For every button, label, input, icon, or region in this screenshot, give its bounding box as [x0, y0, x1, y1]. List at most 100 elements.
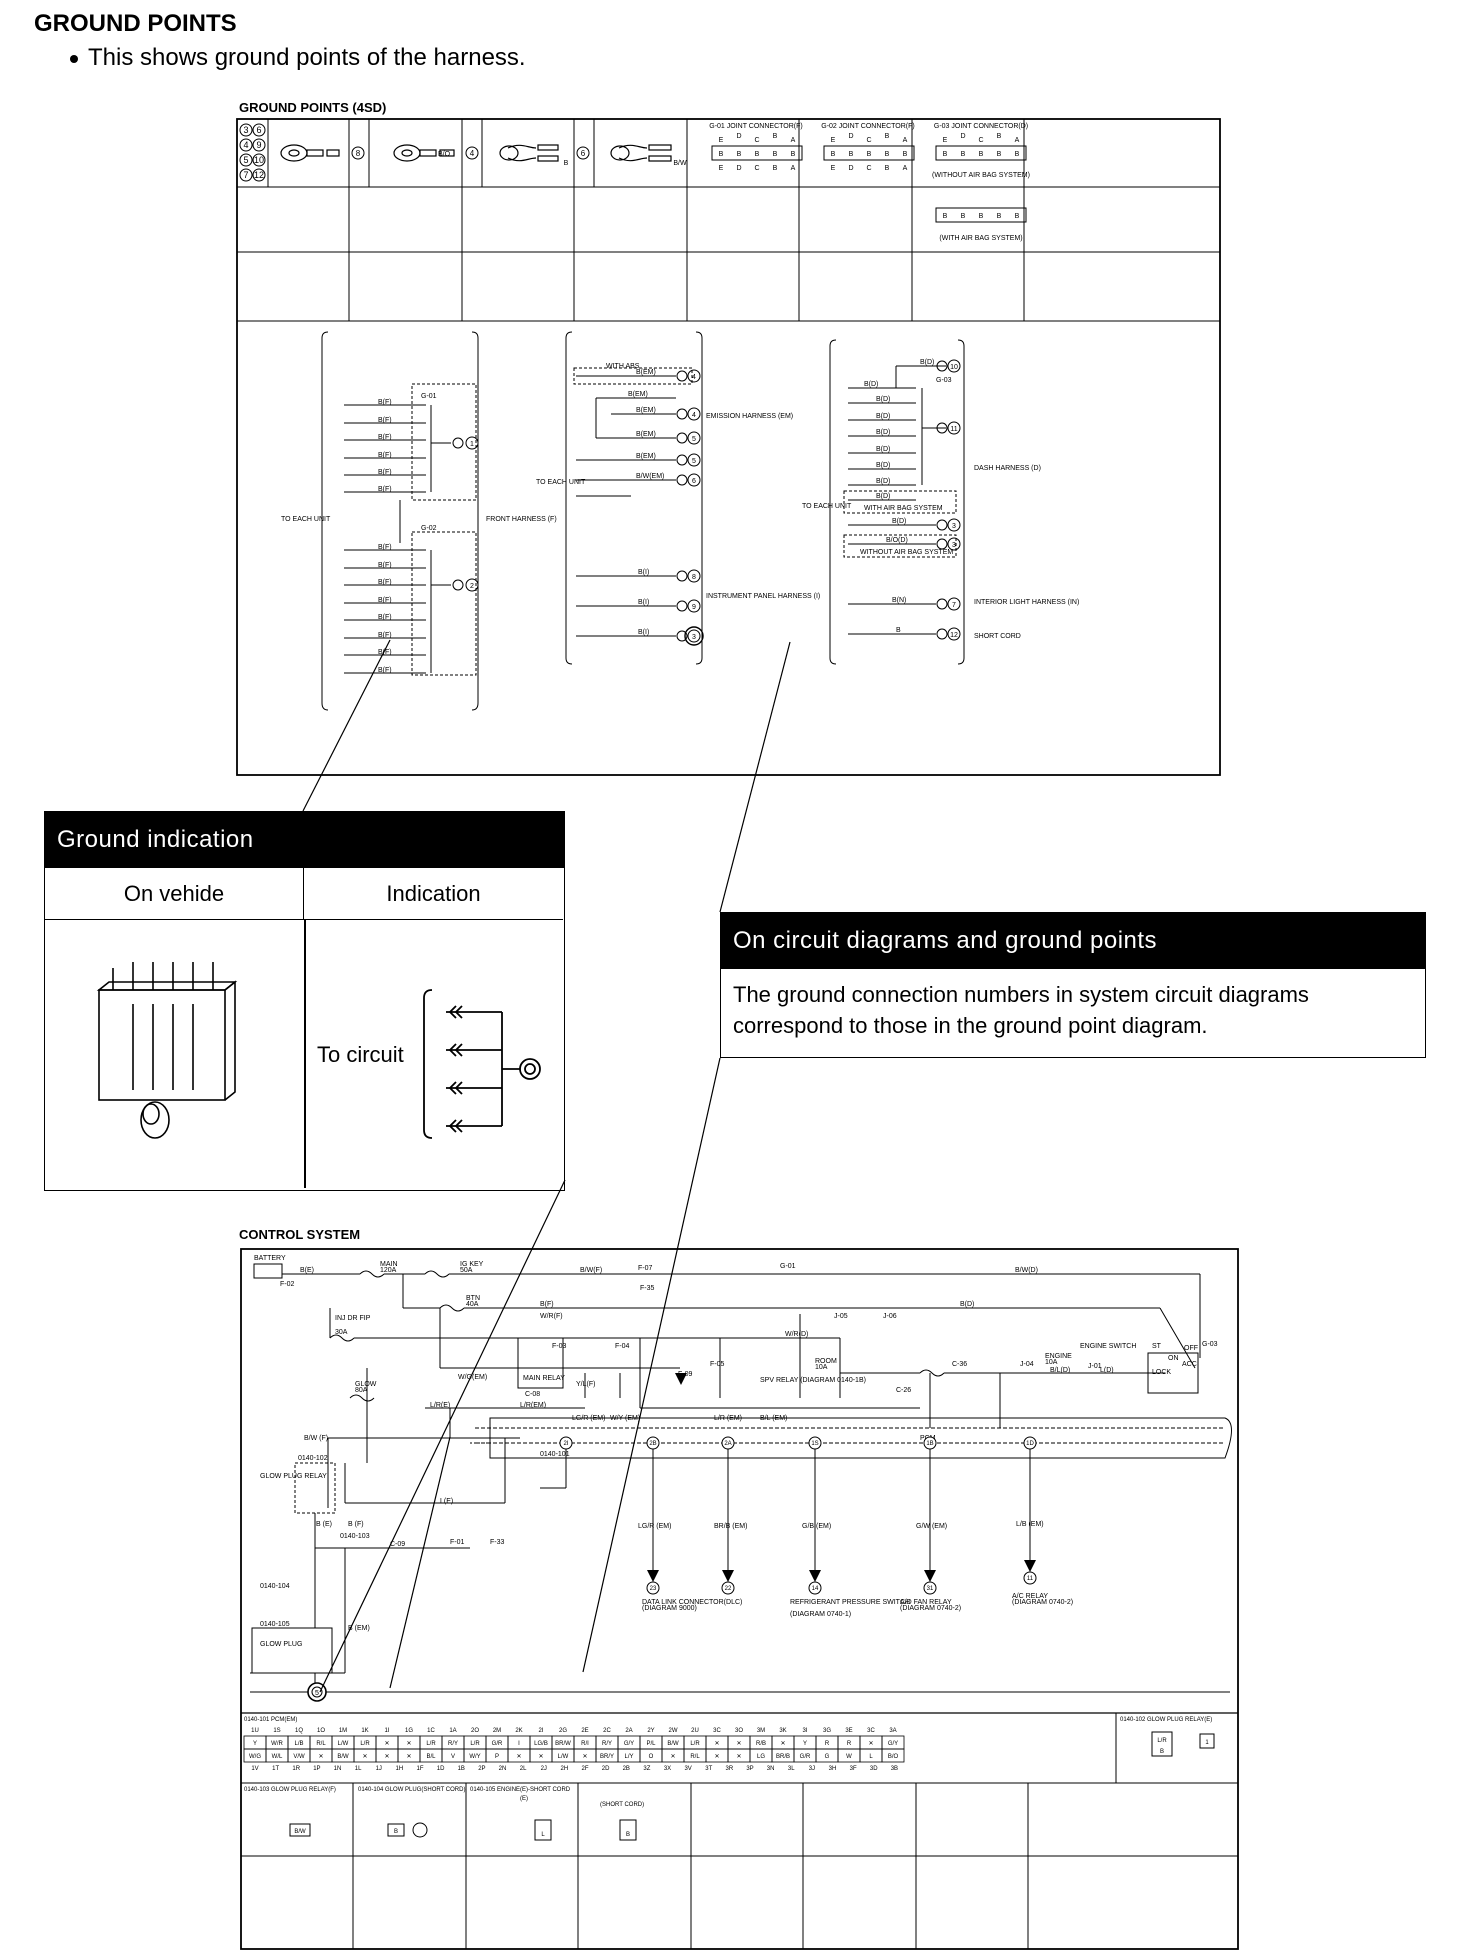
svg-text:B(F): B(F)	[378, 597, 392, 604]
pcm-cell-value: ✕	[384, 1741, 389, 1747]
pcm-cell-value: ✕	[714, 1754, 719, 1760]
svg-text:0140-101 PCM(EM): 0140-101 PCM(EM)	[244, 1717, 297, 1723]
pcm-bottom-pin: 2F	[581, 1766, 588, 1772]
svg-text:B: B	[943, 151, 948, 158]
pcm-top-pin: 2M	[493, 1728, 501, 1734]
svg-text:INTERIOR LIGHT HARNESS (IN): INTERIOR LIGHT HARNESS (IN)	[974, 599, 1079, 606]
svg-text:B(F): B(F)	[378, 562, 392, 569]
svg-text:F-35: F-35	[640, 1285, 655, 1292]
pcm-cell-value: B/L	[426, 1754, 436, 1760]
circuit-note-body: The ground connection numbers in system …	[733, 982, 1309, 1038]
svg-text:C-26: C-26	[896, 1387, 911, 1394]
pcm-top-pin: 2I	[538, 1728, 543, 1734]
svg-text:1: 1	[1205, 1740, 1209, 1746]
svg-text:DASH HARNESS (D): DASH HARNESS (D)	[974, 465, 1041, 472]
pcm-top-pin: 2G	[559, 1728, 567, 1734]
svg-text:9: 9	[692, 604, 696, 611]
pcm-cell-value: W/L	[272, 1754, 283, 1760]
svg-text:F-02: F-02	[280, 1281, 295, 1288]
pcm-cell	[881, 1748, 905, 1763]
svg-text:4: 4	[243, 140, 248, 150]
pcm-bottom-pin: 3X	[664, 1766, 671, 1772]
pcm-top-pin: 1O	[317, 1728, 325, 1734]
svg-text:B: B	[1015, 151, 1020, 158]
svg-text:1D: 1D	[1026, 1441, 1034, 1447]
pcm-top-pin: 1G	[405, 1728, 413, 1734]
pcm-bottom-pin: 1H	[396, 1766, 404, 1772]
svg-text:D: D	[960, 133, 965, 140]
svg-text:A/C RELAY: A/C RELAY	[1012, 1593, 1048, 1600]
ground-indication-panel: Ground indication On vehide Indication T…	[44, 811, 565, 1191]
pcm-cell-value: BR/B	[776, 1754, 790, 1760]
pcm-cell-value: G	[825, 1754, 830, 1760]
pcm-top-pin: 1K	[361, 1728, 368, 1734]
svg-text:0140-102: 0140-102	[298, 1455, 328, 1462]
ground-indication-header: Ground indication	[45, 812, 564, 868]
svg-text:B(F): B(F)	[378, 614, 392, 621]
pcm-cell-value: L	[869, 1754, 873, 1760]
svg-text:120A: 120A	[380, 1267, 397, 1274]
svg-text:3: 3	[952, 542, 956, 549]
svg-text:B(D): B(D)	[876, 429, 890, 436]
svg-text:6: 6	[256, 125, 261, 135]
svg-text:MAIN RELAY: MAIN RELAY	[523, 1375, 565, 1382]
svg-text:REFRIGERANT PRESSURE SWITCH: REFRIGERANT PRESSURE SWITCH	[790, 1599, 910, 1606]
svg-text:B: B	[943, 213, 948, 220]
svg-text:1: 1	[470, 441, 474, 448]
pcm-cell-value: ✕	[582, 1754, 587, 1760]
pcm-top-pin: 3M	[757, 1728, 765, 1734]
svg-text:1B: 1B	[926, 1441, 933, 1447]
pcm-bottom-pin: 2D	[602, 1766, 610, 1772]
pcm-bottom-pin: 1P	[313, 1766, 320, 1772]
svg-text:L(D): L(D)	[1100, 1367, 1114, 1374]
pcm-cell-value: G/R	[800, 1754, 811, 1760]
pcm-top-pin: 3C	[867, 1728, 875, 1734]
svg-text:LG/R (EM): LG/R (EM)	[638, 1523, 671, 1530]
pcm-cell-value: R/Y	[602, 1741, 612, 1747]
svg-text:B: B	[997, 133, 1002, 140]
svg-text:0140-104: 0140-104	[260, 1583, 290, 1590]
svg-text:B: B	[885, 133, 890, 140]
pcm-cell-value: ✕	[406, 1741, 411, 1747]
svg-text:L(E): L(E)	[440, 1498, 453, 1505]
svg-text:B/W(F): B/W(F)	[580, 1267, 602, 1274]
pcm-bottom-pin: 1J	[376, 1766, 382, 1772]
pcm-bottom-pin: 3N	[767, 1766, 775, 1772]
svg-text:5: 5	[243, 155, 248, 165]
pcm-bottom-pin: 1N	[334, 1766, 342, 1772]
svg-text:5: 5	[315, 1690, 319, 1697]
svg-text:W/R(D): W/R(D)	[785, 1331, 808, 1338]
svg-text:W/G(EM): W/G(EM)	[458, 1374, 487, 1381]
g01-connector-label: G-01 JOINT CONNECTOR(F)	[709, 123, 802, 130]
pcm-cell-value: R/I	[581, 1741, 589, 1747]
small-connectors: B/W B L B L/RB 1	[289, 1731, 1215, 1841]
svg-text:B: B	[885, 151, 890, 158]
svg-text:J-06: J-06	[883, 1313, 897, 1320]
pcm-bottom-pin: 1F	[416, 1766, 423, 1772]
pcm-top-pin: 3I	[802, 1728, 807, 1734]
g02-connector-label: G-02 JOINT CONNECTOR(F)	[821, 123, 914, 130]
page-title: GROUND POINTS	[34, 10, 237, 37]
svg-text:B(F): B(F)	[378, 399, 392, 406]
svg-text:B(E): B(E)	[300, 1267, 314, 1274]
svg-text:(DIAGRAM 0740-2): (DIAGRAM 0740-2)	[900, 1605, 961, 1612]
pcm-top-pin: 3G	[823, 1728, 831, 1734]
svg-text:B: B	[961, 151, 966, 158]
pcm-top-pin: 3K	[779, 1728, 786, 1734]
pcm-cell-value: ✕	[736, 1741, 741, 1747]
pcm-cell-value: G/R	[492, 1741, 503, 1747]
pcm-cell-value: R/Y	[448, 1741, 458, 1747]
svg-text:B(D): B(D)	[960, 1301, 974, 1308]
svg-text:LOCK: LOCK	[1152, 1369, 1171, 1376]
svg-text:WITH AIR BAG SYSTEM: WITH AIR BAG SYSTEM	[864, 505, 943, 512]
pcm-top-pin: 2W	[669, 1728, 678, 1734]
svg-text:B/L(D): B/L(D)	[1050, 1367, 1070, 1374]
pcm-cell-value: O	[649, 1754, 654, 1760]
pcm-bottom-pin: 2H	[561, 1766, 569, 1772]
svg-text:INSTRUMENT PANEL HARNESS (I): INSTRUMENT PANEL HARNESS (I)	[706, 593, 820, 600]
svg-text:B: B	[719, 151, 724, 158]
pcm-cell-value: BR/W	[555, 1741, 571, 1747]
svg-text:B: B	[979, 213, 984, 220]
pcm-cell-value: B/W	[667, 1741, 679, 1747]
connector-tables: 0140-101 PCM(EM) 0140-103 GLOW PLUG RELA…	[244, 1717, 1212, 1808]
